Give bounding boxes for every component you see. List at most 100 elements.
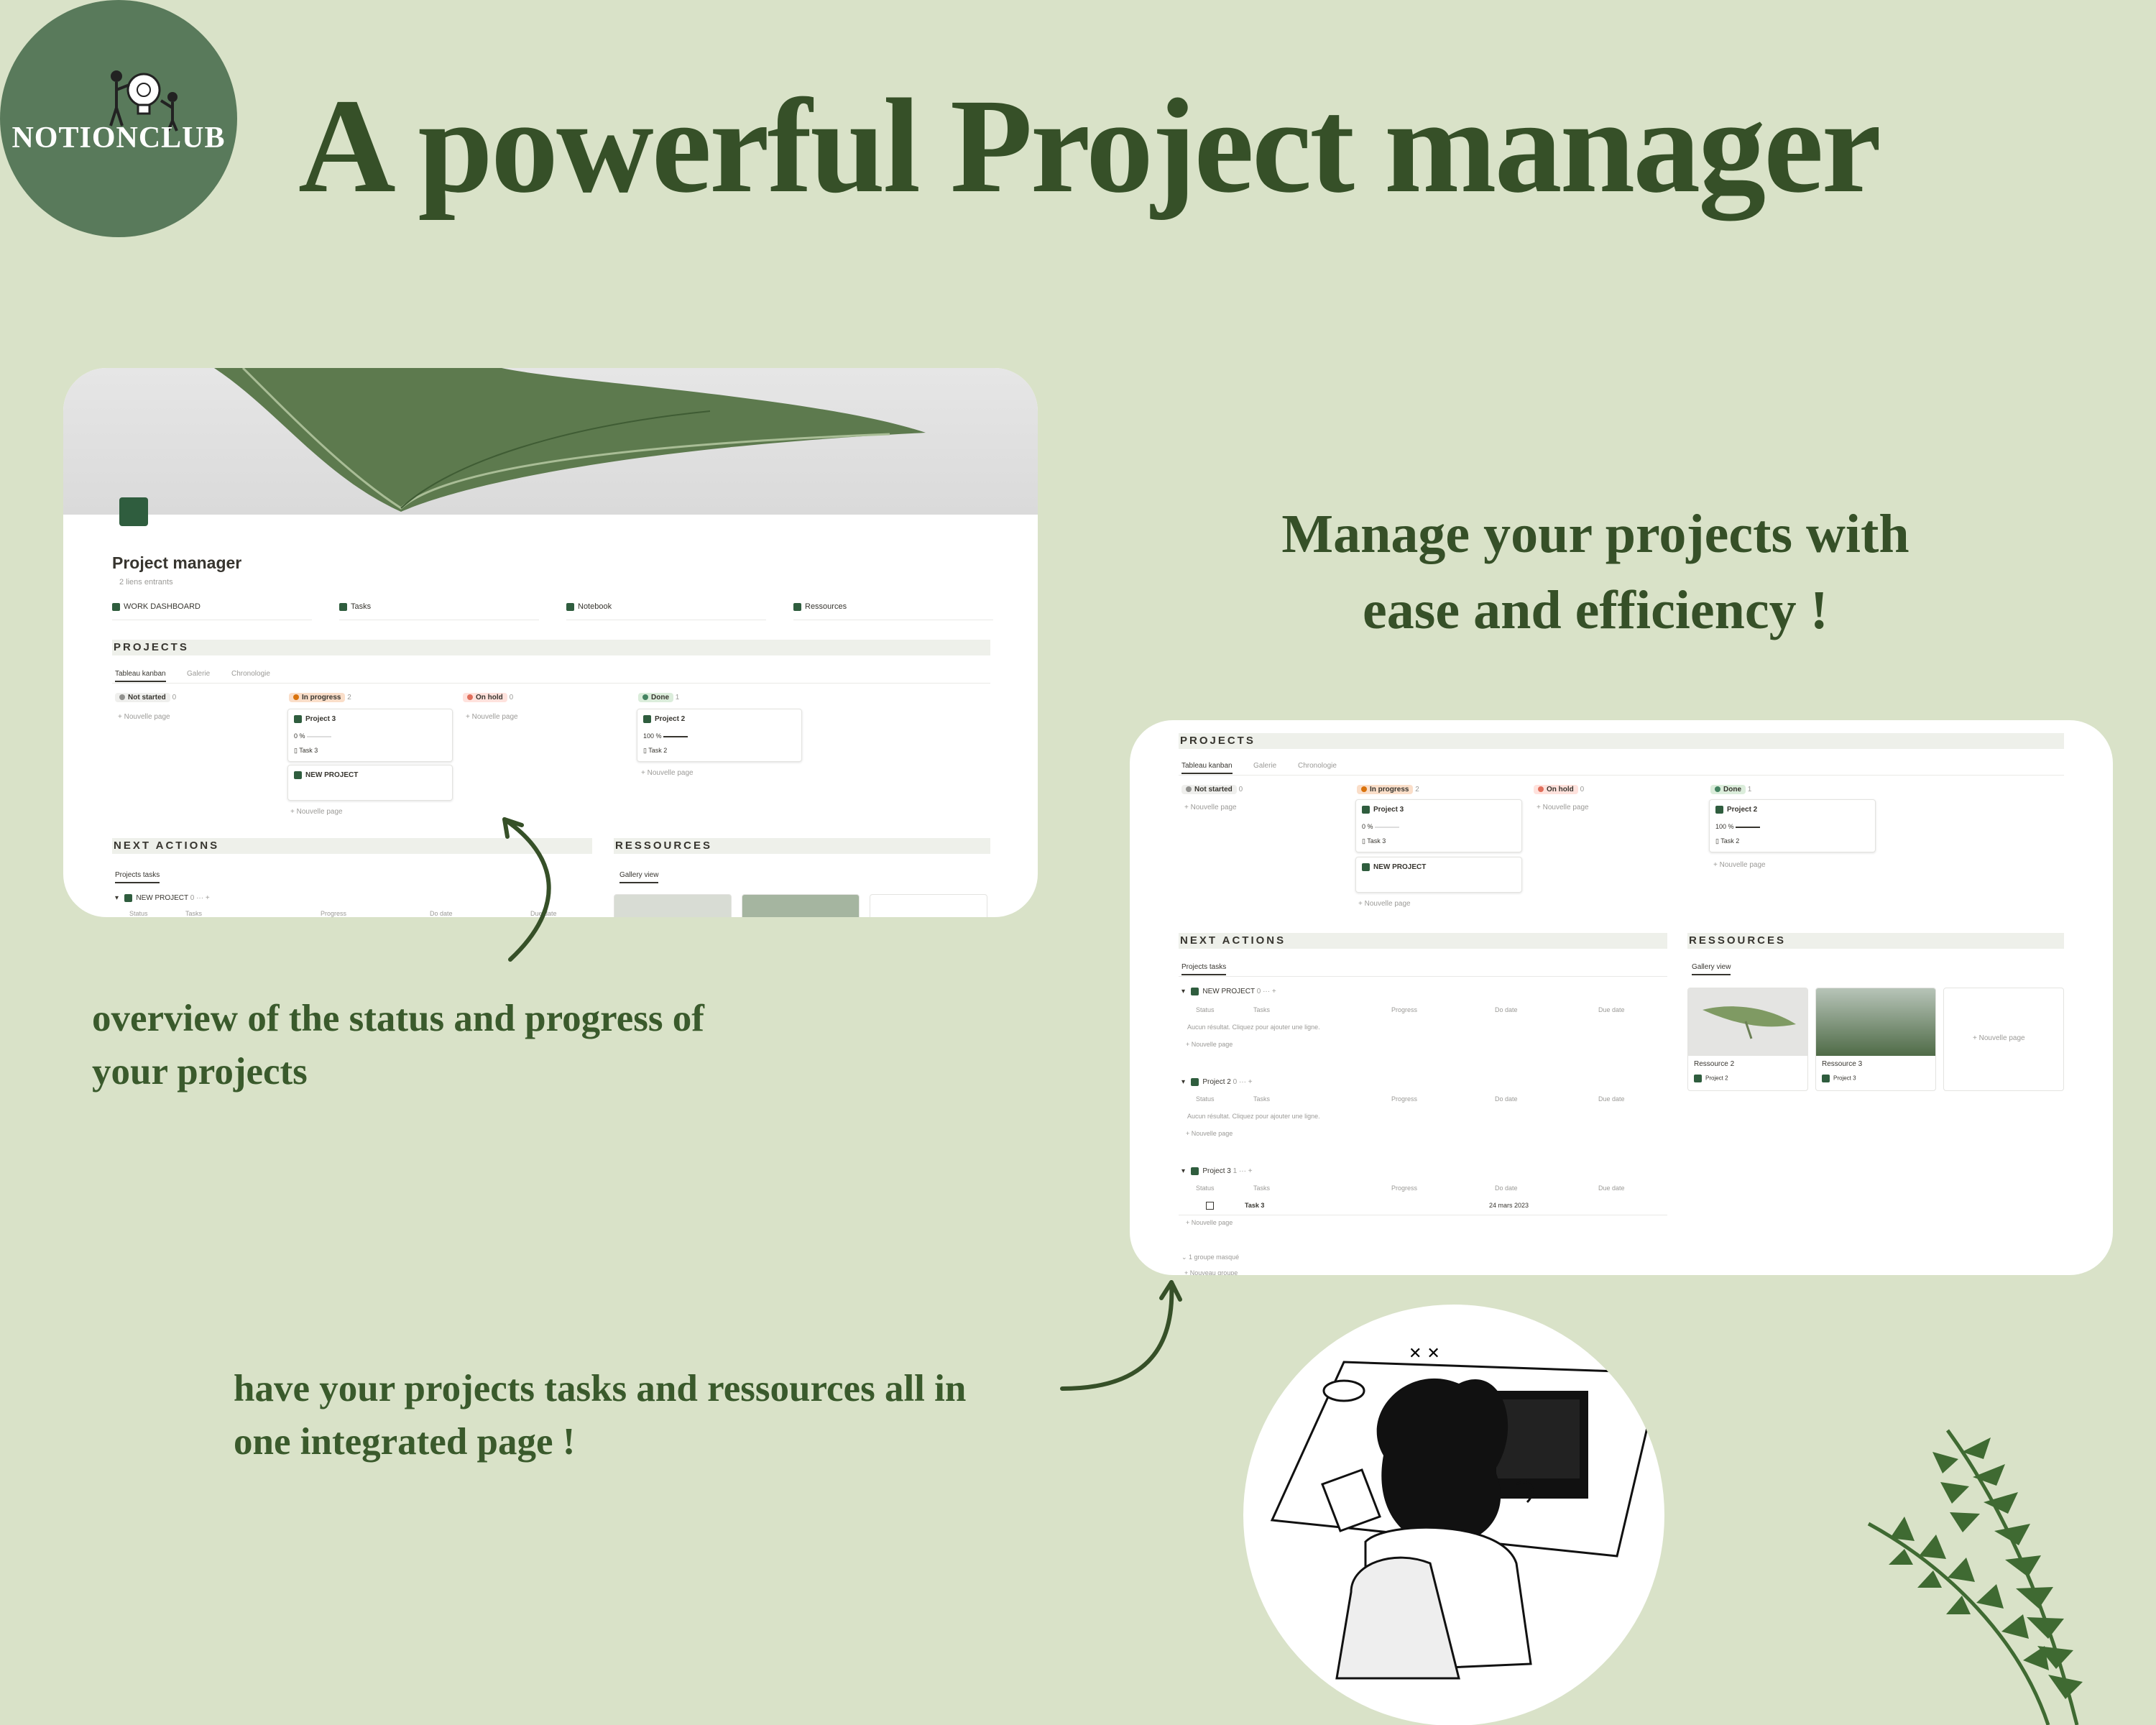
dashboard-icon [112,602,120,611]
card-new-project[interactable]: NEW PROJECT [287,765,453,801]
next-actions-heading: NEXT ACTIONS [1179,933,1667,949]
link-notebook[interactable]: Notebook [566,602,612,611]
col-progress: Progress [1391,1095,1418,1103]
caption-overview: overview of the status and progress of y… [92,992,704,1098]
new-page-button[interactable]: + Nouvelle page [118,713,170,721]
new-page-button[interactable]: + Nouvelle page [1184,804,1237,811]
project-icon [294,715,302,723]
col-tasks: Tasks [1253,1184,1271,1192]
card-project-2[interactable]: Project 2 100 % ▯ Task 2 [637,709,802,762]
col-progress: Progress [1391,1184,1418,1192]
column-not-started: Not started 0 [115,693,176,702]
project-icon [124,894,133,902]
page-title: A powerful Project manager [298,70,1881,221]
column-done: Done 1 [1710,785,1751,794]
new-page-card[interactable]: + Nouvelle page [1943,988,2064,1091]
tab-projects-tasks[interactable]: Projects tasks [1181,963,1227,975]
task-checkbox[interactable] [1206,1202,1214,1210]
tagline-line1: Manage your projects with [1281,504,1909,564]
link-tasks[interactable]: Tasks [339,602,371,611]
col-due-date: Due date [1598,1095,1625,1103]
project-icon [1822,1075,1830,1082]
tab-galerie[interactable]: Galerie [187,670,211,678]
link-ressources[interactable]: Ressources [793,602,847,611]
leaf-cover-art [214,368,926,512]
group-project-2[interactable]: ▾ Project 2 0 ··· + [1181,1078,1253,1087]
project-icon [1362,806,1370,814]
tab-galerie[interactable]: Galerie [1253,762,1277,770]
new-page-button[interactable]: + Nouvelle page [290,808,343,816]
integrated-page-screenshot: PROJECTS Tableau kanban Galerie Chronolo… [1130,720,2113,1275]
caption-integrated: have your projects tasks and ressources … [234,1362,966,1468]
column-done: Done 1 [638,693,679,702]
new-page-button[interactable]: + Nouvelle page [1186,1130,1233,1137]
notebook-icon [566,602,574,611]
tab-kanban[interactable]: Tableau kanban [1181,762,1233,774]
gallery-thumb[interactable] [742,894,860,917]
project-icon [1694,1075,1702,1082]
task-do-date[interactable]: 24 mars 2023 [1489,1202,1529,1209]
col-do-date: Do date [1495,1184,1518,1192]
new-group-button[interactable]: + Nouveau groupe [1184,1269,1238,1275]
group-project-3[interactable]: ▾ Project 3 1 ··· + [1181,1167,1253,1176]
col-do-date: Do date [1495,1006,1518,1013]
new-page-button[interactable]: + Nouvelle page [641,769,694,777]
tasks-icon [339,602,347,611]
card-project-3[interactable]: Project 3 0 % ▯ Task 3 [287,709,453,762]
empty-row[interactable]: Aucun résultat. Cliquez pour ajouter une… [1187,1024,1320,1031]
woman-at-computer-illustration: ✕ ✕ [1243,1305,1664,1725]
new-page-button[interactable]: + Nouvelle page [1537,804,1589,811]
caption-overview-line2: your projects [92,1051,308,1093]
tagline-line2: ease and efficiency ! [1363,580,1828,641]
resource-title: Ressource 2 [1694,1060,1735,1068]
group-new-project[interactable]: ▾ NEW PROJECT 0 ··· + [1181,988,1276,996]
arrow-up-right-icon [1060,1280,1182,1391]
card-project-2[interactable]: Project 2 100 % ▯ Task 2 [1709,799,1876,852]
project-manager-screenshot: Project manager 2 liens entrants WORK DA… [63,368,1038,917]
column-not-started: Not started 0 [1181,785,1243,794]
new-page-button[interactable]: + Nouvelle page [1358,900,1411,908]
group-new-project[interactable]: ▾ NEW PROJECT 0 ··· + [115,894,210,903]
new-page-button[interactable]: + Nouvelle page [466,713,518,721]
notionclub-logo: NOTIONCLUB [0,0,237,237]
backlinks[interactable]: 2 liens entrants [119,578,173,586]
project-icon [1191,988,1199,995]
col-tasks: Tasks [185,910,203,917]
resource-image [1816,988,1935,1056]
project-icon [1191,1078,1199,1086]
caption-integrated-line1: have your projects tasks and ressources … [234,1368,967,1409]
project-icon [1191,1167,1199,1175]
resource-card-2[interactable]: Ressource 2 Project 2 [1687,988,1808,1091]
resource-card-3[interactable]: Ressource 3 Project 3 [1815,988,1936,1091]
col-status: Status [1196,1184,1215,1192]
new-page-button[interactable]: + Nouvelle page [1713,861,1766,869]
new-page-button[interactable]: + Nouvelle page [1186,1219,1233,1226]
tab-chronologie[interactable]: Chronologie [1298,762,1337,770]
gallery-thumb[interactable] [614,894,732,917]
link-work-dashboard[interactable]: WORK DASHBOARD [112,602,201,611]
gallery-thumb[interactable] [870,894,987,917]
lightbulb-people-icon [109,70,178,132]
resource-image [1688,988,1807,1056]
col-status: Status [1196,1095,1215,1103]
tab-kanban[interactable]: Tableau kanban [115,670,166,682]
col-tasks: Tasks [1253,1006,1271,1013]
empty-row[interactable]: Aucun résultat. Cliquez pour ajouter une… [1187,1113,1320,1120]
fern-leaf-icon [1867,1429,2083,1725]
tab-gallery-view[interactable]: Gallery view [1692,963,1731,975]
task-name[interactable]: Task 3 [1245,1202,1265,1209]
card-project-3[interactable]: Project 3 0 % ▯ Task 3 [1355,799,1522,852]
card-new-project[interactable]: NEW PROJECT [1355,857,1522,893]
col-status: Status [129,910,148,917]
column-in-progress: In progress 2 [289,693,351,702]
tab-gallery-view[interactable]: Gallery view [619,871,659,883]
tab-projects-tasks[interactable]: Projects tasks [115,871,160,883]
project-icon [1715,806,1723,814]
column-in-progress: In progress 2 [1357,785,1419,794]
new-page-button[interactable]: + Nouvelle page [1186,1041,1233,1048]
col-do-date: Do date [1495,1095,1518,1103]
tab-chronologie[interactable]: Chronologie [231,670,270,678]
hidden-group-toggle[interactable]: ⌄ 1 groupe masqué [1181,1254,1240,1261]
svg-text:✕ ✕: ✕ ✕ [1409,1345,1440,1363]
logo-text: NOTIONCLUB [11,121,226,155]
